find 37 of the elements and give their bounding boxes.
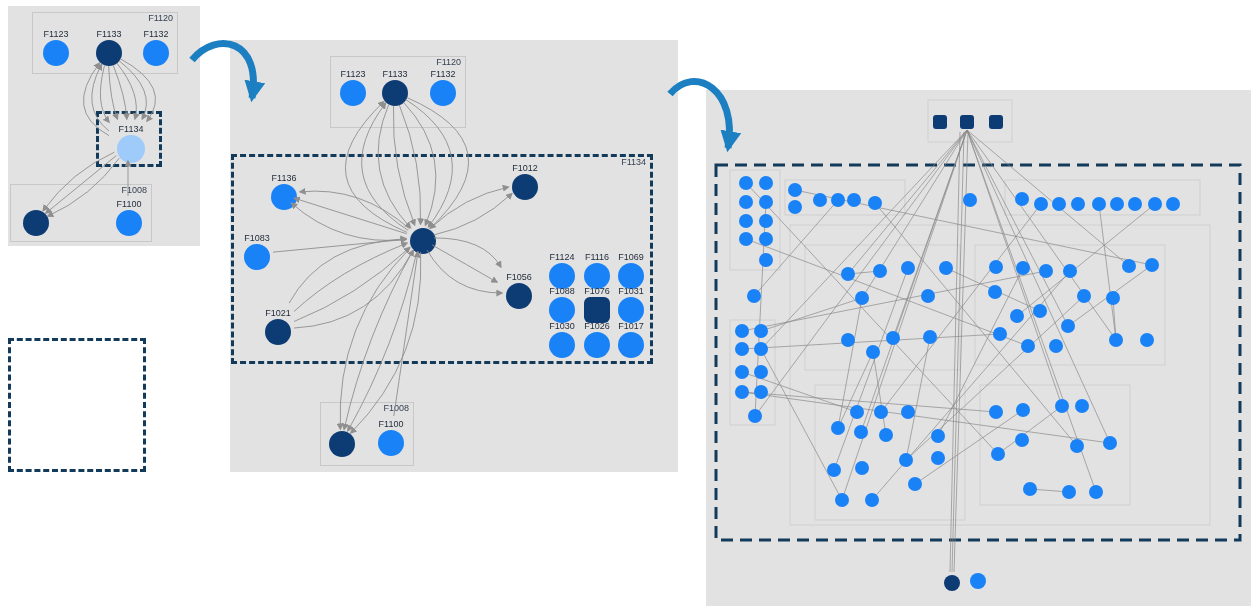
dashed-empty-box: [8, 338, 146, 472]
node-label: F1116: [584, 251, 610, 263]
node-label: F1083: [244, 232, 270, 244]
node-label: F1132: [143, 28, 169, 40]
group-box: [320, 402, 414, 466]
node-label: F1021: [265, 307, 291, 319]
group-box: [32, 12, 178, 74]
group-box: [10, 184, 152, 242]
node-label: F1008: [383, 403, 409, 414]
node-label: F1133: [96, 28, 122, 40]
node-label: F1026: [584, 320, 610, 332]
node-label: F1088: [549, 285, 575, 297]
node-label: F1134: [621, 157, 646, 168]
node-label: F1120: [436, 57, 461, 68]
node-label: F1056: [506, 271, 532, 283]
node-label: F1008: [121, 185, 147, 196]
node-label: F1100: [378, 418, 404, 430]
node-label: F1123: [43, 28, 69, 40]
node-label: F1123: [340, 68, 366, 80]
group-box: [330, 56, 466, 128]
dashed-empty-box: [96, 111, 162, 167]
node-label: F1133: [382, 68, 408, 80]
node-label: F1069: [618, 251, 644, 263]
node-label: F1134: [118, 123, 144, 135]
graph-panel: [230, 40, 678, 472]
node-label: F1012: [512, 162, 538, 174]
dashed-box: [231, 154, 653, 364]
node-label: F1124: [549, 251, 575, 263]
node-label: F1030: [549, 320, 575, 332]
node-label: F1132: [430, 68, 456, 80]
node-label: F1136: [271, 172, 297, 184]
node-label: F1017: [618, 320, 644, 332]
node-label: F1031: [618, 285, 644, 297]
node-label: F1076: [584, 285, 610, 297]
graph-panel: [8, 6, 200, 246]
node-label: F1120: [148, 13, 173, 24]
node-label: F1100: [116, 198, 142, 210]
